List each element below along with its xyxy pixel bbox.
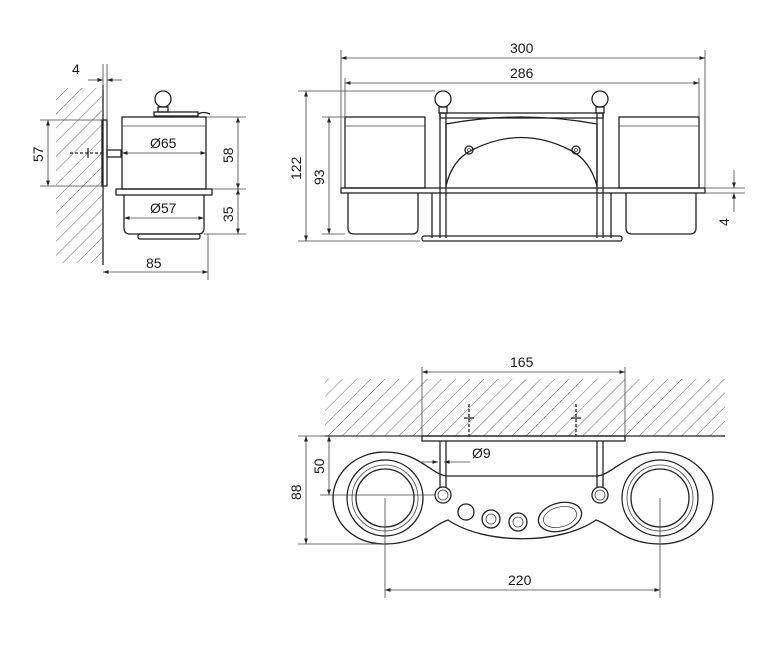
screw-icon-right <box>571 404 581 436</box>
top-view: 165 Ø9 50 88 220 <box>288 354 725 598</box>
dim-depth: 85 <box>146 255 162 271</box>
finial-knob-left <box>434 90 452 114</box>
glass-left <box>344 116 426 189</box>
wall-hatch-side <box>56 88 102 263</box>
base-plate <box>137 233 201 240</box>
front-view: 300 286 122 93 4 <box>288 40 745 242</box>
dim-glass-height: 58 <box>220 147 236 163</box>
finial-knob-right <box>591 90 609 114</box>
dim-glass-diameter-bottom: Ø57 <box>150 200 177 216</box>
dim-body-height: 93 <box>311 169 327 185</box>
top-shelf-outline <box>332 451 714 545</box>
top-rail <box>439 112 604 119</box>
dim-glass-diameter-top: Ø65 <box>150 135 177 151</box>
dim-wall-offset: 4 <box>72 61 80 77</box>
dim-lower-height: 35 <box>220 206 236 222</box>
dim-overall-height: 122 <box>288 156 304 180</box>
dim-hole-diameter: Ø9 <box>472 445 491 461</box>
wall-hatch-top <box>325 379 725 436</box>
dim-overall-depth: 88 <box>288 484 304 500</box>
glass-right <box>618 116 700 189</box>
arch-plate <box>445 116 598 187</box>
shelf-ring <box>115 188 213 196</box>
dim-mount-height: 57 <box>30 146 46 162</box>
screw-icon-left <box>464 404 474 436</box>
dim-inner-width: 286 <box>510 65 534 81</box>
support-arm <box>106 149 122 158</box>
screw-icon <box>70 148 103 158</box>
dim-hole-offset: 50 <box>311 458 327 474</box>
base-rail <box>421 235 623 242</box>
dim-shelf-thickness: 4 <box>716 218 732 226</box>
dim-bracket-width: 165 <box>510 354 534 370</box>
side-view: 4 57 Ø65 Ø57 58 35 85 <box>30 61 246 280</box>
wall-bracket <box>421 435 626 442</box>
finial-knob <box>153 90 211 117</box>
dim-overall-width: 300 <box>510 40 534 56</box>
front-shelf <box>340 187 706 194</box>
dim-glass-spacing: 220 <box>508 572 532 588</box>
